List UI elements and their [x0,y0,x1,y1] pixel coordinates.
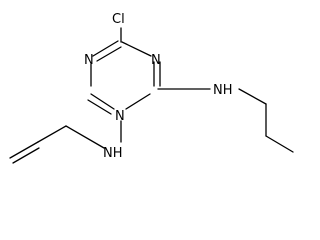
atom-n-left: N [84,53,94,68]
bond-c4-n5 [125,93,151,110]
atom-n-top-right: N [151,53,161,68]
atom-n-bottom: N [115,109,125,124]
bond-nh-ch2 [238,88,267,105]
bond-n5-c6 [90,93,115,110]
bond-n1-c2-double [96,46,122,62]
bond-ch-ch2-allyl [9,141,39,159]
structure-svg: Cl N N N NH NH [9,12,294,164]
triazine-ring [87,40,161,115]
atom-nh-right: NH [213,83,233,98]
atom-cl: Cl [112,12,125,27]
bond-ch2-ch3 [265,135,294,153]
bond-n5-c6-double [87,99,112,115]
atom-nh-bottom: NH [103,146,123,161]
bond-c2-n3 [121,41,152,57]
substituent-bonds [9,27,294,164]
bond-nh-ch2-allyl [65,125,105,149]
bond-n1-c2 [92,40,119,57]
molecule-diagram: Cl N N N NH NH [9,12,294,164]
bond-ch2-ch-allyl [37,125,67,143]
bond-ch-ch2-allyl-double [12,147,40,164]
